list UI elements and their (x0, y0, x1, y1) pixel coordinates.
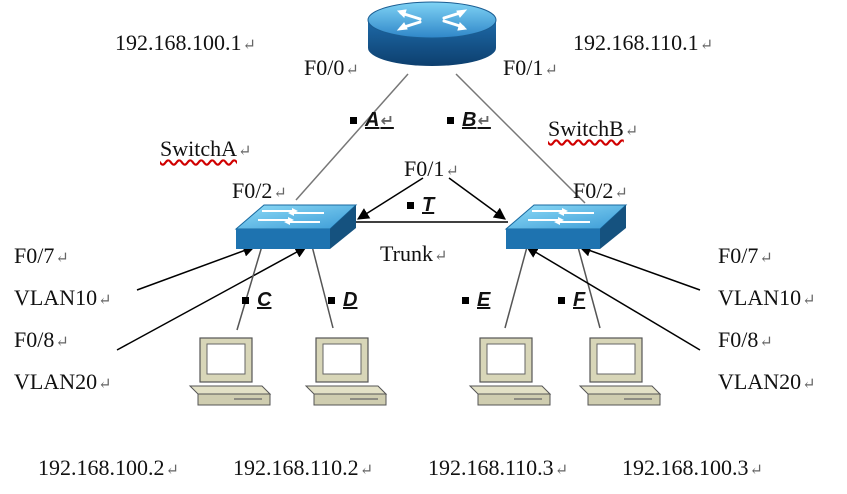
switch-b-port-f07: F0/7↵ (718, 243, 773, 268)
switch-a-vlan10: VLAN10↵ (14, 285, 112, 310)
link-c-line (236, 245, 263, 331)
link-f-label: F (558, 290, 585, 310)
host-1-ip: 192.168.100.2↵ (38, 455, 179, 480)
pc-1-icon (188, 337, 272, 406)
switch-b-port-f08: F0/8↵ (718, 327, 773, 352)
router-port-f01: F0/1↵ (503, 55, 558, 80)
link-b-label: B↵ (447, 110, 491, 130)
link-e-label: E (462, 290, 490, 310)
switch-a-f08-arrow (116, 246, 308, 351)
switch-a-uplink-port: F0/2↵ (232, 178, 287, 203)
trunk-port: F0/1↵ (404, 156, 459, 181)
host-2-ip: 192.168.110.2↵ (233, 455, 374, 480)
switch-b-f08-arrow (525, 246, 701, 351)
trunk-arrow-right (448, 177, 506, 220)
router-icon (367, 1, 497, 66)
switch-b-name: SwitchB↵ (548, 116, 639, 141)
link-a-label: A↵ (350, 110, 394, 130)
host-3-ip: 192.168.110.3↵ (428, 455, 569, 480)
link-d-label: D (328, 290, 357, 310)
link-d-line (311, 245, 334, 329)
link-e-line (504, 246, 528, 329)
router-left-ip: 192.168.100.1↵ (115, 30, 256, 55)
switch-a-icon (234, 204, 358, 249)
pc-3-icon (468, 337, 552, 406)
pc-4-icon (578, 337, 662, 406)
trunk-label: Trunk↵ (380, 241, 448, 266)
switch-b-f07-arrow (578, 244, 701, 291)
switch-b-vlan20: VLAN20↵ (718, 369, 816, 394)
switch-a-name: SwitchA↵ (160, 136, 252, 161)
pc-2-icon (304, 337, 388, 406)
switch-b-vlan10: VLAN10↵ (718, 285, 816, 310)
trunk-arrow-left (356, 177, 424, 220)
link-b-line (455, 73, 586, 204)
router-port-f00: F0/0↵ (304, 55, 359, 80)
switch-a-vlan20: VLAN20↵ (14, 369, 112, 394)
link-a-line (295, 73, 409, 201)
switch-b-uplink-port: F0/2↵ (573, 178, 628, 203)
link-f-line (577, 246, 601, 329)
host-4-ip: 192.168.100.3↵ (622, 455, 763, 480)
link-t-label: T (407, 195, 434, 215)
switch-a-port-f08: F0/8↵ (14, 327, 69, 352)
link-c-label: C (242, 290, 271, 310)
switch-b-icon (504, 204, 628, 249)
router-right-ip: 192.168.110.1↵ (573, 30, 714, 55)
switch-a-port-f07: F0/7↵ (14, 243, 69, 268)
switch-a-f07-arrow (136, 245, 256, 291)
